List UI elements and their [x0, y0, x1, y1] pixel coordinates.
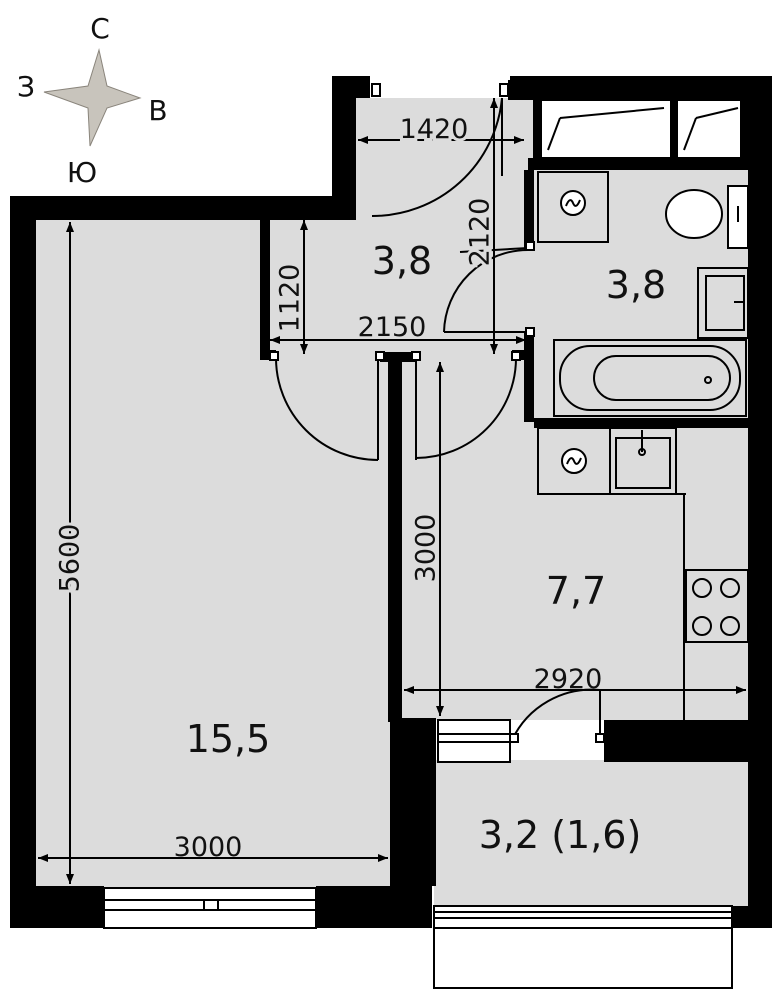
- dim-hall-left: 1120: [275, 264, 306, 333]
- balcony-window: [433, 905, 733, 929]
- dim-hall-right: 2120: [465, 198, 496, 267]
- kitchen-balcony-window: [437, 719, 511, 763]
- dimension-labels: 5600 3000 1420 2120 1120 2150 3000 2920: [52, 111, 603, 863]
- compass-west: З: [17, 70, 35, 103]
- compass: С В Ю З: [17, 12, 168, 189]
- stove: [685, 569, 749, 643]
- compass-rose-icon: [43, 48, 142, 147]
- counter-line: [676, 493, 686, 720]
- room-area-kitchen: 7,7: [546, 569, 606, 613]
- compass-east: В: [148, 94, 167, 127]
- compass-south: Ю: [67, 156, 97, 189]
- washing-machine-bathroom: [537, 171, 609, 243]
- dim-living-width: 3000: [174, 832, 243, 863]
- kitchen-sink: [609, 427, 677, 495]
- living-room-window: [103, 887, 317, 929]
- windows: [103, 99, 749, 989]
- compass-north: С: [90, 12, 110, 45]
- toilet: [665, 185, 749, 249]
- bathroom-sink: [697, 267, 749, 339]
- balcony-floor: [434, 760, 750, 908]
- dim-hall-width: 2150: [358, 312, 427, 343]
- dim-kitchen-width: 2920: [534, 664, 603, 695]
- room-area-balcony: 3,2 (1,6): [479, 813, 642, 857]
- balcony-outer-rail: [433, 927, 733, 989]
- fixtures: [537, 171, 749, 720]
- bathroom-top-window: [533, 99, 749, 159]
- room-area-bathroom: 3,8: [606, 263, 666, 307]
- living-room-door: [275, 357, 379, 461]
- room-area-hall: 3,8: [372, 239, 432, 283]
- room-area-living: 15,5: [186, 717, 271, 761]
- room-labels: 15,5 3,8 3,8 7,7 3,2 (1,6): [186, 239, 667, 857]
- dim-kitchen-height: 3000: [411, 514, 442, 583]
- walls: [10, 76, 772, 928]
- dim-living-height: 5600: [55, 524, 86, 593]
- dim-hall-top: 1420: [400, 114, 469, 145]
- washing-machine-kitchen: [537, 427, 611, 495]
- bathtub: [553, 339, 747, 417]
- door-jambs: [269, 83, 605, 743]
- hall-floor: [270, 218, 530, 358]
- dimension-lines: [38, 98, 746, 884]
